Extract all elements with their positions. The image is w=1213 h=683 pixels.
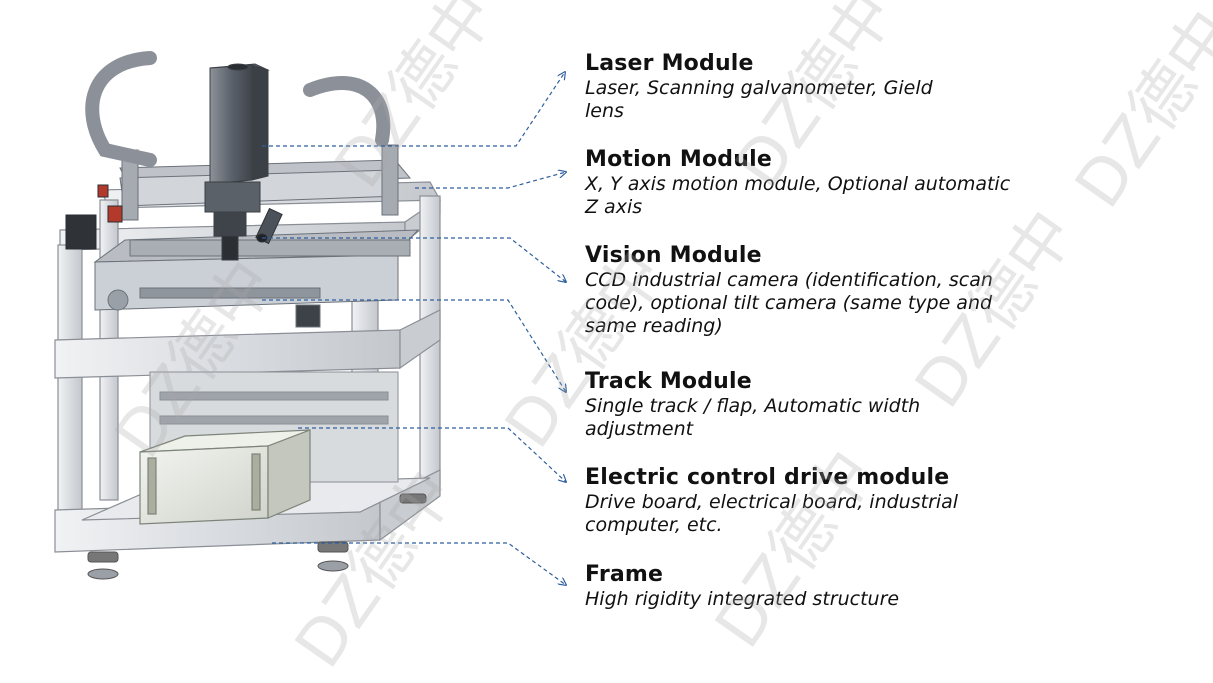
callout-description: High rigidity integrated structure — [585, 588, 900, 610]
callout-title: Motion Module — [585, 147, 772, 172]
foot-front-right — [317, 541, 349, 553]
lens-tip — [221, 235, 239, 261]
laser-housing-side — [251, 64, 269, 181]
callout-description: CCD industrial camera (identification, s… — [585, 269, 993, 337]
callout-title: Frame — [585, 562, 664, 587]
control-box-side — [267, 429, 311, 519]
foot-back-right — [399, 493, 427, 504]
leader-electric — [298, 427, 566, 482]
field-lens — [213, 211, 247, 237]
control-box-handle-left — [147, 457, 157, 515]
control-box — [139, 429, 311, 525]
callout-title: Laser Module — [585, 51, 754, 76]
foot-front-left — [87, 551, 119, 563]
callout-description: Laser, Scanning galvanometer, Gield lens — [585, 77, 933, 122]
laser-module-drawing — [204, 63, 270, 261]
laser-machine-illustration — [54, 51, 442, 580]
callout-description: X, Y axis motion module, Optional automa… — [585, 173, 1011, 218]
galvanometer — [204, 181, 261, 213]
callout-vision-module: Vision Module CCD industrial camera (ide… — [585, 243, 1105, 338]
track-wheel — [107, 289, 129, 311]
callout-laser-module: Laser Module Laser, Scanning galvanomete… — [585, 51, 1105, 123]
cable-chain-right — [303, 76, 391, 147]
side-motor-drawing — [65, 184, 123, 250]
callout-description: Single track / flap, Automatic width adj… — [585, 395, 921, 440]
leader-motion — [415, 172, 566, 189]
callout-track-module: Track Module Single track / flap, Automa… — [585, 369, 1105, 441]
callout-title: Track Module — [585, 369, 752, 394]
callout-motion-module: Motion Module X, Y axis motion module, O… — [585, 147, 1105, 219]
callout-electric-control-module: Electric control drive module Drive boar… — [585, 465, 1105, 537]
foot-pad-front-left — [87, 568, 119, 580]
leader-frame — [272, 542, 566, 585]
frame-mid-right — [399, 309, 441, 370]
callout-title: Electric control drive module — [585, 465, 950, 490]
leader-vision — [262, 237, 566, 282]
laser-port — [227, 63, 249, 71]
red-clamp-2 — [97, 184, 109, 198]
track-motor-right — [295, 304, 321, 328]
din-rail-2 — [159, 415, 389, 425]
callout-frame: Frame High rigidity integrated structure — [585, 562, 1105, 611]
cable-chains — [85, 51, 391, 167]
leader-laser — [262, 72, 565, 147]
din-rail-1 — [159, 391, 389, 401]
track-module-drawing — [93, 229, 420, 328]
leader-track — [262, 299, 566, 392]
gantry-side-right — [381, 144, 399, 216]
foot-pad-front-right — [317, 560, 349, 572]
side-motor — [65, 214, 97, 250]
callout-title: Vision Module — [585, 243, 762, 268]
callout-description: Drive board, electrical board, industria… — [585, 491, 959, 536]
track-slot — [139, 287, 321, 299]
control-box-handle-right — [251, 453, 261, 511]
cable-chain-left — [85, 51, 157, 167]
machine-diagram: Laser Module Laser, Scanning galvanomete… — [54, 0, 1213, 681]
leader-lines — [262, 0, 1213, 645]
red-clamp — [107, 205, 123, 223]
